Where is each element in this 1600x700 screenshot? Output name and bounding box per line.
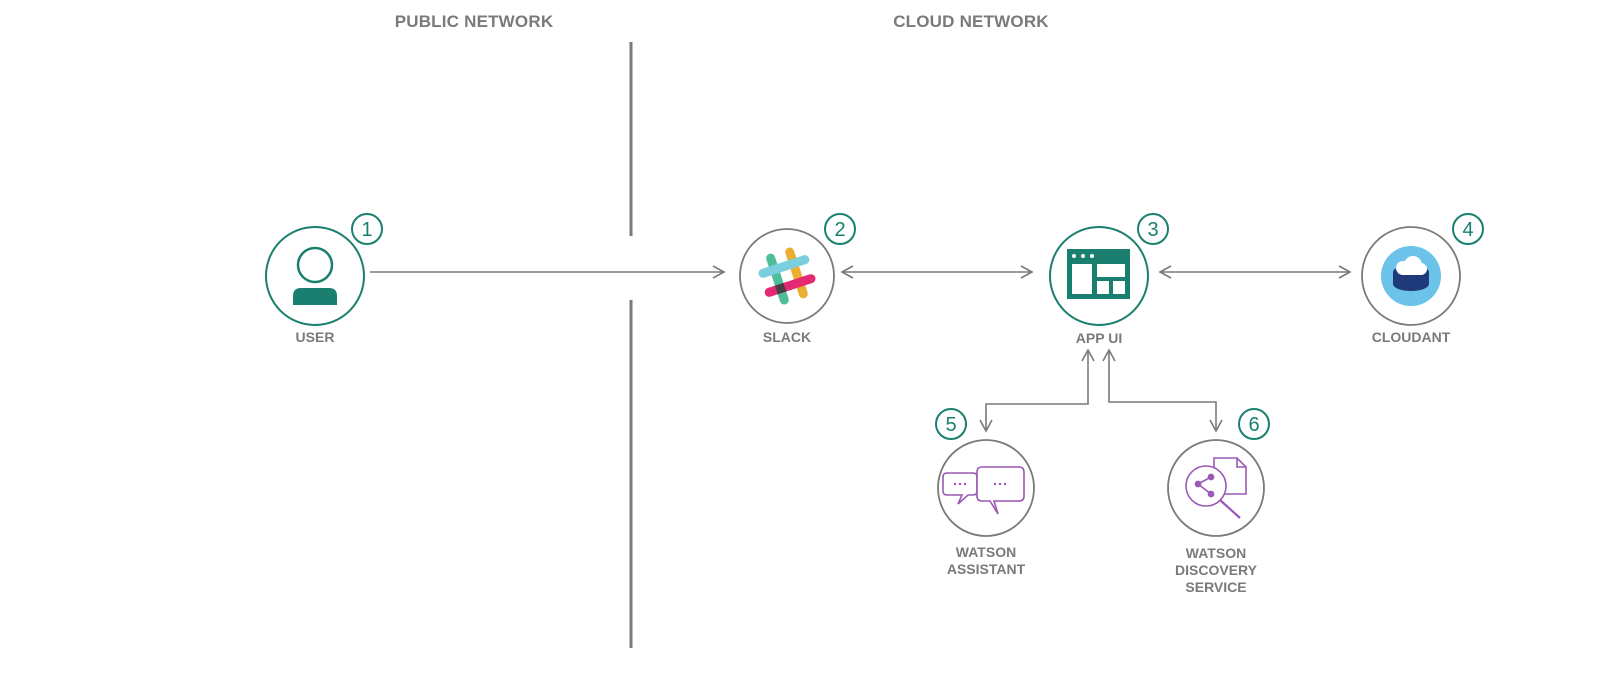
step-number: 1: [361, 219, 372, 241]
discovery-search-icon: [1185, 457, 1247, 519]
node-watson-assistant: [937, 439, 1035, 537]
step-number: 4: [1462, 219, 1473, 241]
node-label-slack: SLACK: [697, 329, 877, 346]
app-window-icon: [1067, 249, 1130, 299]
node-label-line: WATSON: [1185, 545, 1247, 561]
node-label-watson-assistant: WATSON ASSISTANT: [896, 544, 1076, 578]
node-label-user: USER: [225, 329, 405, 346]
step-number: 5: [945, 414, 956, 436]
step-badge-1: 1: [351, 213, 383, 245]
node-label-line: DISCOVERY: [1175, 562, 1257, 578]
step-badge-6: 6: [1238, 408, 1270, 440]
step-number: 6: [1248, 414, 1259, 436]
node-label-app-ui: APP UI: [1009, 330, 1189, 347]
step-badge-2: 2: [824, 213, 856, 245]
node-label-cloudant: CLOUDANT: [1321, 329, 1501, 346]
slack-icon: [758, 247, 816, 305]
node-user: [265, 226, 365, 326]
node-slack: [739, 228, 835, 324]
node-label-line: SLACK: [762, 329, 812, 345]
chat-bubbles-icon: [942, 466, 1025, 515]
node-label-watson-discovery: WATSON DISCOVERY SERVICE: [1126, 545, 1306, 596]
node-label-line: USER: [295, 329, 335, 345]
node-app-ui: [1049, 226, 1149, 326]
zone-label-cloud: CLOUD NETWORK: [893, 12, 1049, 31]
step-number: 2: [834, 219, 845, 241]
step-badge-4: 4: [1452, 213, 1484, 245]
node-label-line: APP UI: [1075, 330, 1123, 346]
edge-appui-assistant: [979, 348, 1095, 433]
node-cloudant: [1361, 226, 1461, 326]
node-watson-discovery: [1167, 439, 1265, 537]
node-label-line: CLOUDANT: [1371, 329, 1451, 345]
step-badge-5: 5: [935, 408, 967, 440]
user-icon: [293, 246, 337, 305]
edge-appui-discovery: [1102, 348, 1223, 433]
node-label-line: WATSON: [955, 544, 1017, 560]
node-label-line: SERVICE: [1185, 579, 1247, 595]
step-badge-3: 3: [1137, 213, 1169, 245]
database-icon: [1381, 246, 1441, 306]
zone-label-public: PUBLIC NETWORK: [394, 12, 554, 31]
node-label-line: ASSISTANT: [946, 561, 1026, 577]
step-number: 3: [1147, 219, 1158, 241]
